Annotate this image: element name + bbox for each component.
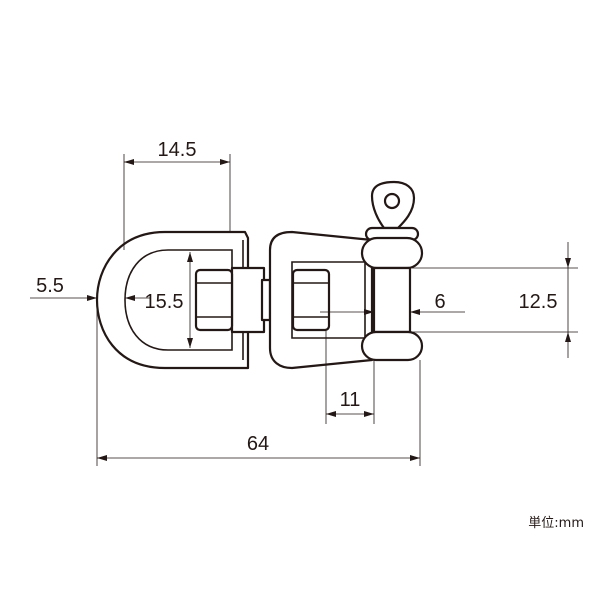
dim-label-64: 64	[247, 433, 269, 455]
dim-label-5-5: 5.5	[36, 275, 64, 297]
dim-15-5: 15.5	[145, 252, 193, 348]
hub-collar	[230, 266, 266, 334]
dim-label-15-5: 15.5	[145, 291, 184, 313]
dim-14-5: 14.5	[123, 139, 231, 250]
swivel-hub	[194, 266, 272, 334]
dim-label-12-5: 12.5	[519, 291, 558, 313]
dim-label-6: 6	[434, 291, 445, 313]
pin-head	[360, 236, 424, 270]
unit-label: 単位:mm	[528, 515, 584, 531]
shackle-body	[268, 230, 374, 370]
swivel-pin	[260, 278, 272, 322]
dim-12-5: 12.5	[412, 242, 578, 358]
dim-11: 11	[325, 330, 375, 424]
eye-inner	[124, 249, 233, 351]
dim-label-11: 11	[340, 389, 361, 411]
pin-foot	[360, 330, 424, 362]
dim-6: 6	[320, 291, 465, 315]
shackle-pin	[360, 180, 424, 362]
pin-eye-hole	[383, 192, 401, 210]
dim-5-5: 5.5	[30, 275, 150, 301]
nut-right	[291, 268, 331, 332]
dim-64: 64	[96, 300, 421, 466]
dim-label-14-5: 14.5	[158, 139, 197, 161]
pin-shaft	[372, 266, 412, 334]
nut-left	[194, 268, 234, 332]
